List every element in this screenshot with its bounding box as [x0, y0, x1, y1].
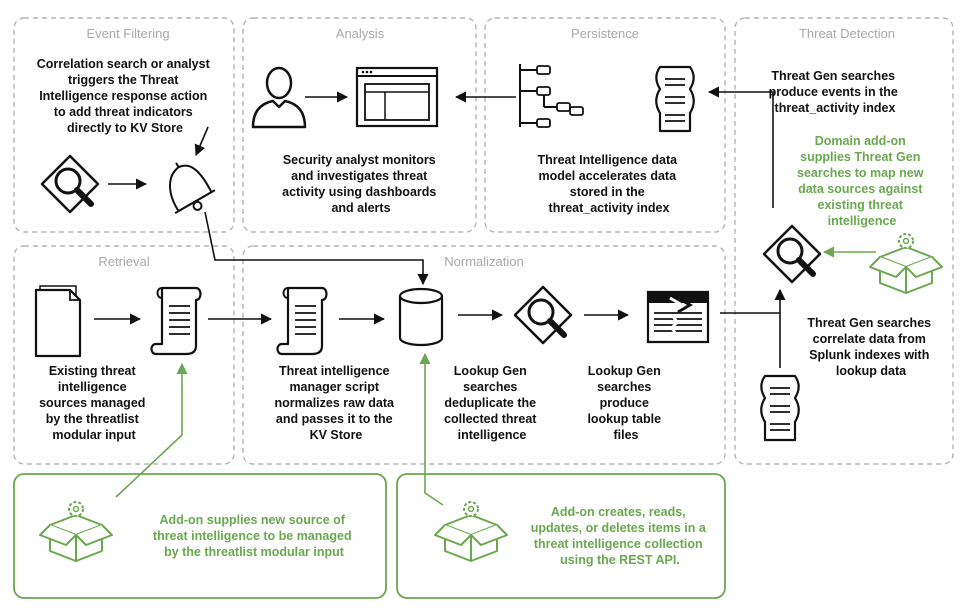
- arrow-desc-to-bell: [194, 126, 209, 157]
- addon-boxes: [13, 473, 726, 599]
- arrow-bell-to-database: [204, 211, 429, 286]
- addon-box-icon: [434, 501, 508, 562]
- lookup-file-icon: [646, 290, 710, 344]
- persistence-description: Threat Intelligence data model accelerat…: [537, 153, 680, 215]
- threat-detection-section: [734, 17, 954, 465]
- analysis-description: Security analyst monitors and investigat…: [282, 153, 440, 215]
- manager-script-description: Threat intelligence manager script norma…: [275, 364, 398, 442]
- lookup-table-description: Lookup Gen searches produce lookup table…: [587, 364, 664, 442]
- domain-addon-description: Domain add-on supplies Threat Gen search…: [797, 134, 927, 228]
- bell-icon: [158, 158, 216, 215]
- arrow-lookup-to-threat-search: [720, 288, 786, 314]
- arrow-threat-search-to-doclist: [707, 86, 774, 208]
- connectors: [94, 86, 786, 368]
- arrow-addon-to-database: [419, 352, 444, 506]
- retrieval-description: Existing threat intelligence sources man…: [39, 364, 149, 442]
- section-borders: [13, 17, 954, 465]
- browser-window-icon: [355, 66, 439, 128]
- scroll-document-icon: [150, 286, 202, 356]
- analysis-section: [242, 17, 477, 233]
- normalization-title: Normalization: [444, 254, 523, 269]
- document-list-icon: [655, 65, 695, 133]
- normalization-section: [242, 245, 726, 465]
- threat-gen-correlate-description: Threat Gen searches correlate data from …: [807, 316, 934, 378]
- addon-source-box: [13, 473, 387, 599]
- addon-box-icon: [869, 233, 943, 294]
- persistence-title: Persistence: [571, 26, 639, 41]
- addon-rest-box: [396, 473, 726, 599]
- magnifier-icon: [42, 156, 98, 212]
- document-list-icon: [760, 374, 800, 442]
- dedupe-description: Lookup Gen searches deduplicate the coll…: [444, 364, 540, 442]
- blank-document-icon: [34, 284, 82, 358]
- retrieval-title: Retrieval: [98, 254, 149, 269]
- addon-source-description: Add-on supplies new source of threat int…: [153, 513, 355, 559]
- tree-structure-icon: [519, 63, 584, 128]
- magnifier-icon: [764, 226, 820, 282]
- magnifier-icon: [515, 287, 571, 343]
- database-cylinder-icon: [398, 287, 444, 347]
- addon-rest-description: Add-on creates, reads, updates, or delet…: [531, 505, 710, 567]
- analysis-title: Analysis: [336, 26, 385, 41]
- addon-box-icon: [39, 501, 113, 562]
- threat-gen-events-description: Threat Gen searches produce events in th…: [769, 69, 902, 115]
- retrieval-section: [13, 245, 235, 465]
- threat-detection-title: Threat Detection: [799, 26, 895, 41]
- event-filtering-section: [13, 17, 235, 233]
- scroll-document-icon: [276, 286, 328, 356]
- green-connectors: [115, 246, 876, 506]
- event-filtering-title: Event Filtering: [86, 26, 169, 41]
- arrow-addon-to-scroll: [115, 362, 188, 498]
- user-icon: [251, 66, 307, 129]
- event-filtering-description: Correlation search or analyst triggers t…: [37, 57, 213, 135]
- persistence-section: [484, 17, 726, 233]
